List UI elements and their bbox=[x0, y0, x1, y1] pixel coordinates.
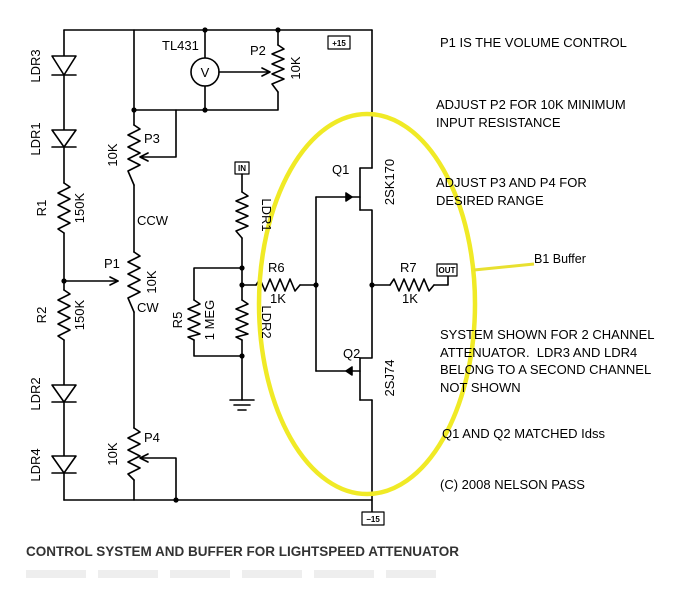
p2-resistor bbox=[271, 44, 285, 93]
p1-ccw-label: CCW bbox=[137, 213, 169, 228]
ldr2-mid-label: LDR2 bbox=[259, 305, 274, 338]
note-adjust-p2: ADJUST P2 FOR 10K MINIMUM INPUT RESISTAN… bbox=[436, 97, 626, 130]
p4-wiper bbox=[139, 453, 177, 501]
diagram-caption: CONTROL SYSTEM AND BUFFER FOR LIGHTSPEED… bbox=[26, 544, 460, 559]
r2-resistor bbox=[57, 289, 71, 341]
ldr2-left-label: LDR2 bbox=[28, 377, 43, 410]
q2-part-label: 2SJ74 bbox=[382, 360, 397, 397]
negative-rail-label: −15 bbox=[366, 515, 380, 524]
q1-part-label: 2SK170 bbox=[382, 159, 397, 205]
positive-rail-label: +15 bbox=[332, 39, 346, 48]
input-section bbox=[187, 161, 317, 411]
ldr4-diode bbox=[51, 455, 77, 474]
r7-value-label: 1K bbox=[402, 291, 418, 306]
ldr1-diode bbox=[51, 129, 77, 148]
p3-name-label: P3 bbox=[144, 131, 160, 146]
positive-rail-box bbox=[327, 35, 351, 50]
p3-resistor bbox=[127, 124, 141, 186]
r7-name-label: R7 bbox=[400, 260, 417, 275]
r6-name-label: R6 bbox=[268, 260, 285, 275]
note-system-channels: SYSTEM SHOWN FOR 2 CHANNEL ATTENUATOR. L… bbox=[440, 327, 655, 395]
faint-smudge bbox=[26, 570, 436, 578]
p2-name-label: P2 bbox=[250, 43, 266, 58]
ldr2-diode bbox=[51, 384, 77, 403]
r2-name-label: R2 bbox=[34, 307, 49, 324]
buffer-highlight-ellipse bbox=[256, 111, 478, 497]
negative-rail-box bbox=[361, 511, 385, 526]
ldr3-label: LDR3 bbox=[28, 49, 43, 82]
ldr1-mid-label: LDR1 bbox=[259, 198, 274, 231]
r5-name-label: R5 bbox=[170, 312, 185, 329]
note-volume-control: P1 IS THE VOLUME CONTROL bbox=[440, 35, 627, 50]
jfet-buffer bbox=[315, 29, 458, 526]
r6-value-label: 1K bbox=[270, 291, 286, 306]
p1-wiper-arrow bbox=[109, 276, 119, 286]
note-matched-idss: Q1 AND Q2 MATCHED Idss bbox=[442, 426, 606, 441]
ground-symbol bbox=[229, 399, 255, 411]
output-port-box bbox=[436, 263, 458, 277]
ldr4-label: LDR4 bbox=[28, 448, 43, 481]
p1-name-label: P1 bbox=[104, 256, 120, 271]
r1-name-label: R1 bbox=[34, 200, 49, 217]
p2-value-label: 10K bbox=[288, 56, 303, 79]
r5-value-label: 1 MEG bbox=[202, 300, 217, 340]
pot-column bbox=[127, 29, 177, 501]
output-port-label: OUT bbox=[439, 266, 456, 275]
ldr3-diode bbox=[51, 55, 77, 76]
r5-wire bbox=[193, 267, 243, 357]
p3-value-label: 10K bbox=[105, 143, 120, 166]
r7-resistor bbox=[389, 278, 435, 292]
q2-leads bbox=[359, 284, 373, 401]
r1-value-label: 150K bbox=[72, 192, 87, 223]
q1-leads bbox=[359, 167, 373, 286]
component-labels: LDR3 LDR1 R1 150K R2 150K LDR2 LDR4 P3 1… bbox=[28, 38, 456, 524]
buffer-annotation-line bbox=[473, 262, 535, 272]
p3-wiper bbox=[139, 109, 177, 162]
note-adjust-p3-p4: ADJUST P3 AND P4 FOR DESIRED RANGE bbox=[436, 175, 587, 208]
buffer-annotation-label: B1 Buffer bbox=[534, 252, 586, 266]
r5-resistor bbox=[187, 299, 201, 341]
ldr1-mid-resistor bbox=[235, 191, 249, 239]
note-copyright: (C) 2008 NELSON PASS bbox=[440, 477, 585, 492]
input-port-label: IN bbox=[238, 164, 246, 173]
p1-value-label: 10K bbox=[144, 270, 159, 293]
p2-wiper bbox=[218, 67, 271, 77]
q1-name-label: Q1 bbox=[332, 162, 349, 177]
voltmeter-symbol: V bbox=[201, 65, 210, 80]
r2-value-label: 150K bbox=[72, 299, 87, 330]
r7-wire bbox=[371, 275, 449, 286]
p1-resistor bbox=[127, 251, 141, 313]
q1-gate-arrow bbox=[345, 192, 353, 202]
tl431-label: TL431 bbox=[162, 38, 199, 53]
q2-name-label: Q2 bbox=[343, 346, 360, 361]
ldr1-left-label: LDR1 bbox=[28, 122, 43, 155]
left-ladder bbox=[51, 29, 373, 501]
q2-gate-arrow bbox=[345, 366, 353, 376]
p1-cw-label: CW bbox=[137, 300, 159, 315]
ldr2-mid-resistor bbox=[235, 299, 249, 341]
r1-resistor bbox=[57, 182, 71, 234]
p4-value-label: 10K bbox=[105, 442, 120, 465]
p4-name-label: P4 bbox=[144, 430, 160, 445]
p4-resistor bbox=[127, 427, 141, 481]
r6-resistor bbox=[255, 278, 301, 292]
